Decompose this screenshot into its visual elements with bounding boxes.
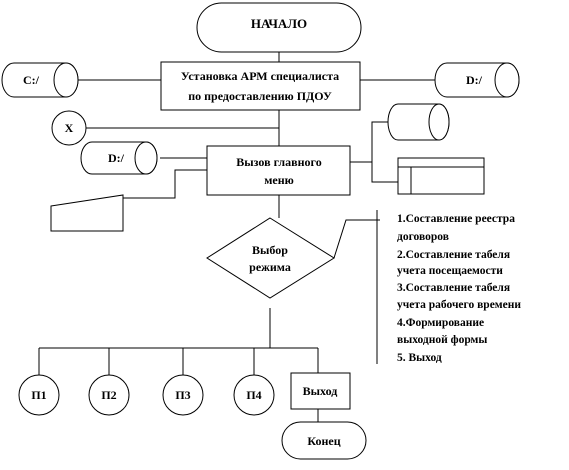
disk-d-left-cap [134, 141, 158, 175]
x-label: X [65, 121, 74, 135]
mode-line-6: учета рабочего времени [397, 299, 521, 311]
p4-circle [233, 374, 275, 416]
end-shape [281, 421, 367, 460]
choice-label-line1: Выбор [252, 243, 288, 257]
disk-d-left-label: D:/ [108, 151, 125, 165]
table-shape [397, 157, 485, 195]
mode-line-3: 2.Составление табеля [397, 249, 510, 261]
main-menu-label-line1: Вызов главного [236, 155, 321, 169]
mode-line-1: 1.Составление реестра [397, 213, 515, 225]
connector-choice-modes [333, 219, 380, 259]
x-connector: X [51, 110, 87, 146]
install-process: Установка АРМ специалиста по предоставле… [160, 61, 361, 111]
install-label-line1: Установка АРМ специалиста [181, 69, 339, 83]
start-shape [196, 2, 362, 53]
manual-input-shape [50, 194, 124, 232]
choice-label-line2: режима [249, 260, 291, 274]
p1-circle [18, 374, 60, 416]
install-box [160, 61, 361, 111]
mode-line-4: учета посещаемости [397, 265, 503, 277]
mode-line-2: договоров [397, 231, 449, 243]
main-menu-process: Вызов главного меню [206, 145, 351, 196]
end-terminator: Конец [281, 421, 367, 460]
disk-c-storage: C:/ [1, 62, 79, 98]
mode-line-7: 4.Формирование [397, 317, 484, 329]
subroutine-p3: П3 [162, 374, 204, 416]
right-storage [387, 103, 450, 141]
exit-box [290, 372, 351, 410]
p3-circle [162, 374, 204, 416]
disk-d-left-storage: D:/ [80, 141, 158, 175]
subroutine-p2: П2 [88, 374, 130, 416]
exit-label: Выход [303, 384, 338, 398]
mode-line-8: выходной формы [397, 334, 487, 346]
connectors [38, 52, 447, 422]
choice-diamond [206, 217, 335, 299]
modes-list: 1.Составление реестра договоров 2.Состав… [397, 213, 521, 364]
main-menu-box [206, 145, 351, 196]
disk-d-right-cap [494, 62, 520, 98]
disk-d-right-storage: D:/ [434, 62, 520, 98]
p1-label: П1 [31, 388, 46, 402]
connector-menu-storage [350, 121, 388, 163]
connector-input-menu [123, 169, 207, 199]
start-label: НАЧАЛО [251, 16, 307, 31]
p4-label: П4 [246, 388, 261, 402]
p3-label: П3 [175, 388, 190, 402]
connector-menu-table [371, 162, 398, 183]
p2-circle [88, 374, 130, 416]
exit-process: Выход [290, 372, 351, 410]
disk-d-right-label: D:/ [466, 73, 483, 87]
main-menu-label-line2: меню [264, 173, 294, 187]
choice-decision: Выбор режима [206, 217, 335, 299]
mode-line-9: 5. Выход [397, 352, 442, 364]
end-label: Конец [307, 434, 340, 448]
p2-label: П2 [101, 388, 116, 402]
table-box [397, 157, 485, 195]
subroutine-p4: П4 [233, 374, 275, 416]
mode-line-5: 3.Составление табеля [397, 282, 510, 294]
subroutine-p1: П1 [18, 374, 60, 416]
disk-c-label: C:/ [23, 73, 40, 87]
x-circle [51, 110, 87, 146]
start-terminator: НАЧАЛО [196, 2, 362, 53]
right-storage-cap [428, 103, 450, 141]
install-label-line2: по предоставлению ПДОУ [188, 89, 332, 103]
disk-c-cap [53, 62, 79, 98]
manual-input [50, 194, 124, 232]
